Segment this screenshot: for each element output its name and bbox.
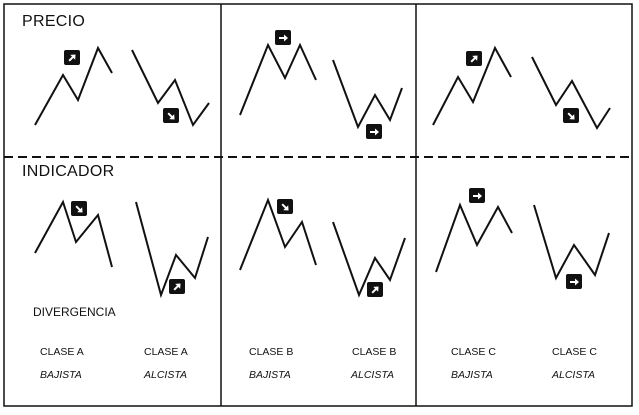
column-class-label: CLASE B	[352, 346, 397, 358]
up-right-arrow-icon	[169, 279, 185, 294]
column-class-label: CLASE B	[249, 346, 294, 358]
right-arrow-icon	[275, 30, 291, 45]
indicator-line-bullish-a	[135, 201, 209, 299]
column-class-label: CLASE A	[40, 346, 84, 358]
indicator-line-bullish-c	[533, 204, 610, 281]
up-right-arrow-icon	[64, 50, 80, 65]
down-right-arrow-icon	[563, 108, 579, 123]
column-type-label: ALCISTA	[351, 369, 394, 381]
indicator-line-bearish-a	[34, 199, 113, 268]
column-class-label: CLASE C	[451, 346, 496, 358]
up-right-arrow-icon	[367, 282, 383, 297]
indicator-line-bullish-b	[332, 221, 406, 298]
down-right-arrow-icon	[277, 199, 293, 214]
right-arrow-icon	[566, 274, 582, 289]
column-type-label: BAJISTA	[249, 369, 291, 381]
column-type-label: ALCISTA	[552, 369, 595, 381]
divergence-label: DIVERGENCIA	[33, 305, 116, 319]
column-type-label: BAJISTA	[40, 369, 82, 381]
column-class-label: CLASE C	[552, 346, 597, 358]
indicator-line-bearish-c	[435, 202, 513, 273]
price-line-bullish-c	[531, 56, 611, 130]
column-type-label: BAJISTA	[451, 369, 493, 381]
price-line-bearish-a	[34, 45, 113, 126]
price-line-bearish-b	[239, 42, 317, 116]
price-line-bearish-c	[432, 45, 512, 126]
column-class-label: CLASE A	[144, 346, 188, 358]
price-line-bullish-b	[332, 59, 403, 130]
down-right-arrow-icon	[71, 201, 87, 216]
up-right-arrow-icon	[466, 51, 482, 66]
price-line-bullish-a	[131, 49, 210, 128]
right-arrow-icon	[366, 124, 382, 139]
indicator-heading: INDICADOR	[22, 163, 115, 180]
right-arrow-icon	[469, 188, 485, 203]
outer-frame	[3, 3, 633, 407]
price-heading: PRECIO	[22, 13, 86, 30]
column-type-label: ALCISTA	[144, 369, 187, 381]
down-right-arrow-icon	[163, 108, 179, 123]
indicator-line-bearish-b	[239, 197, 317, 271]
